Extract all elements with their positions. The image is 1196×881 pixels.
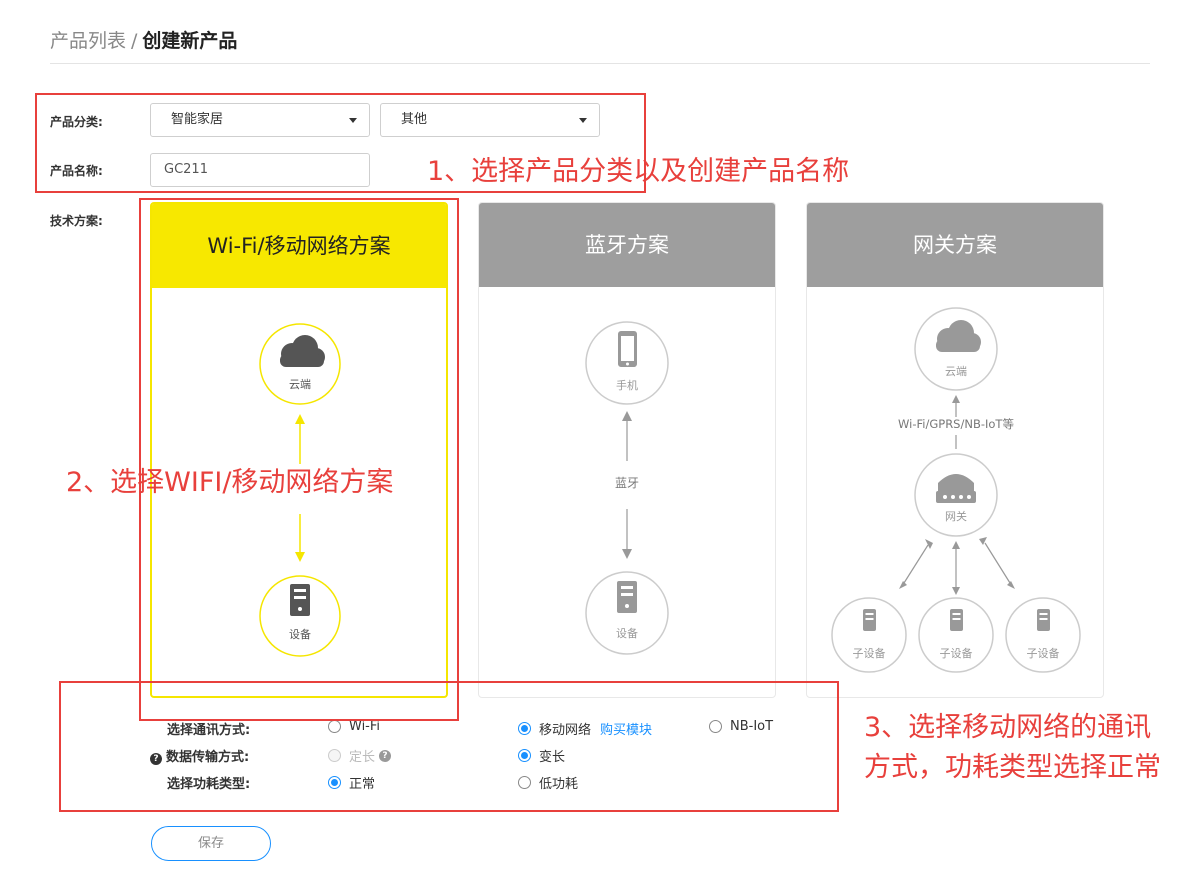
chevron-down-icon bbox=[579, 118, 587, 123]
annotation-step-1: 1、选择产品分类以及创建产品名称 bbox=[427, 156, 850, 187]
gateway-icon bbox=[936, 474, 976, 503]
card-bluetooth[interactable]: 蓝牙方案 手机 蓝牙 设备 bbox=[478, 202, 776, 698]
chevron-down-icon bbox=[349, 118, 357, 123]
bluetooth-diagram: 手机 蓝牙 设备 bbox=[585, 321, 669, 655]
radio-transfer-fixed: 定长? bbox=[328, 746, 392, 765]
gw-child-label-1: 子设备 bbox=[853, 646, 886, 660]
category-primary-select[interactable]: 智能家居 bbox=[150, 103, 370, 137]
annotation-step-3-line2: 方式，功耗类型选择正常 bbox=[864, 752, 1161, 783]
radio-power-low[interactable]: 低功耗 bbox=[518, 773, 578, 792]
bt-link-label: 蓝牙 bbox=[615, 476, 639, 490]
radio-transfer-variable-label: 变长 bbox=[539, 750, 566, 765]
breadcrumb-product-list[interactable]: 产品列表 bbox=[50, 30, 127, 52]
wifi-diagram: 云端 设备 bbox=[259, 323, 341, 657]
gw-child-label-2: 子设备 bbox=[940, 646, 973, 660]
annotation-step-3-line1: 3、选择移动网络的通讯 bbox=[864, 712, 1152, 743]
bt-device-label: 设备 bbox=[616, 626, 638, 640]
radio-dot bbox=[328, 776, 341, 789]
category-primary-value: 智能家居 bbox=[171, 112, 224, 127]
transfer-method-text: 数据传输方式: bbox=[166, 750, 250, 765]
radio-dot bbox=[518, 722, 531, 735]
radio-comm-mobile[interactable]: 移动网络购买模块 bbox=[518, 719, 652, 738]
breadcrumb-separator: / bbox=[131, 30, 138, 52]
radio-transfer-fixed-label: 定长 bbox=[349, 750, 376, 765]
card-gateway[interactable]: 网关方案 云端 Wi-Fi/GPRS/NB-IoT等 网关 子设备 子设备 子设 bbox=[806, 202, 1104, 698]
radio-dot bbox=[518, 749, 531, 762]
radio-power-normal-label: 正常 bbox=[349, 777, 376, 792]
bt-phone-label: 手机 bbox=[616, 378, 638, 392]
help-icon[interactable]: ? bbox=[379, 749, 392, 762]
card-bluetooth-title: 蓝牙方案 bbox=[479, 203, 775, 287]
phone-icon bbox=[618, 331, 637, 367]
product-name-input[interactable]: GC211 bbox=[150, 153, 370, 187]
wifi-cloud-label: 云端 bbox=[289, 378, 311, 391]
gw-link-label: Wi-Fi/GPRS/NB-IoT等 bbox=[898, 417, 1014, 431]
category-secondary-select[interactable]: 其他 bbox=[380, 103, 600, 137]
cloud-icon bbox=[280, 335, 325, 367]
page-title: 创建新产品 bbox=[142, 30, 238, 52]
card-wifi-title: Wi-Fi/移动网络方案 bbox=[152, 204, 446, 288]
radio-comm-mobile-label: 移动网络 bbox=[539, 723, 592, 738]
radio-comm-wifi[interactable]: Wi-Fi bbox=[328, 719, 380, 734]
card-wifi-mobile[interactable]: Wi-Fi/移动网络方案 云端 设备 bbox=[150, 202, 448, 698]
buy-module-link[interactable]: 购买模块 bbox=[600, 723, 653, 738]
wifi-device-label: 设备 bbox=[289, 627, 311, 641]
radio-power-normal[interactable]: 正常 bbox=[328, 773, 375, 792]
product-name-label: 产品名称: bbox=[50, 164, 103, 178]
cloud-icon bbox=[936, 320, 981, 352]
radio-power-low-label: 低功耗 bbox=[539, 777, 579, 792]
radio-comm-nbiot[interactable]: NB-IoT bbox=[709, 719, 773, 734]
server-icon bbox=[617, 581, 637, 613]
category-secondary-value: 其他 bbox=[401, 112, 428, 127]
tech-solution-label: 技术方案: bbox=[50, 214, 103, 228]
breadcrumb: 产品列表/创建新产品 bbox=[50, 26, 237, 53]
annotation-box-3 bbox=[59, 681, 839, 812]
radio-comm-wifi-label: Wi-Fi bbox=[349, 719, 381, 734]
gw-child-label-3: 子设备 bbox=[1027, 646, 1060, 660]
header-divider bbox=[50, 63, 1150, 64]
annotation-box-1 bbox=[35, 93, 646, 193]
radio-transfer-variable[interactable]: 变长 bbox=[518, 746, 565, 765]
annotation-step-2: 2、选择WIFI/移动网络方案 bbox=[66, 467, 394, 498]
category-label: 产品分类: bbox=[50, 115, 103, 129]
power-type-label: 选择功耗类型: bbox=[167, 777, 251, 792]
radio-dot bbox=[709, 720, 722, 733]
radio-comm-nbiot-label: NB-IoT bbox=[730, 719, 774, 734]
comm-method-label: 选择通讯方式: bbox=[167, 723, 251, 738]
annotation-box-2 bbox=[139, 198, 459, 721]
gateway-diagram: 云端 Wi-Fi/GPRS/NB-IoT等 网关 子设备 子设备 子设备 bbox=[831, 307, 1081, 673]
gw-cloud-label: 云端 bbox=[945, 365, 967, 378]
radio-dot bbox=[328, 749, 341, 762]
server-icon bbox=[290, 584, 310, 616]
transfer-method-label: ? 数据传输方式: bbox=[150, 746, 249, 765]
radio-dot bbox=[518, 776, 531, 789]
gw-hub-label: 网关 bbox=[945, 509, 967, 523]
help-icon[interactable]: ? bbox=[150, 753, 162, 765]
card-gateway-title: 网关方案 bbox=[807, 203, 1103, 287]
save-button[interactable]: 保存 bbox=[151, 826, 271, 861]
